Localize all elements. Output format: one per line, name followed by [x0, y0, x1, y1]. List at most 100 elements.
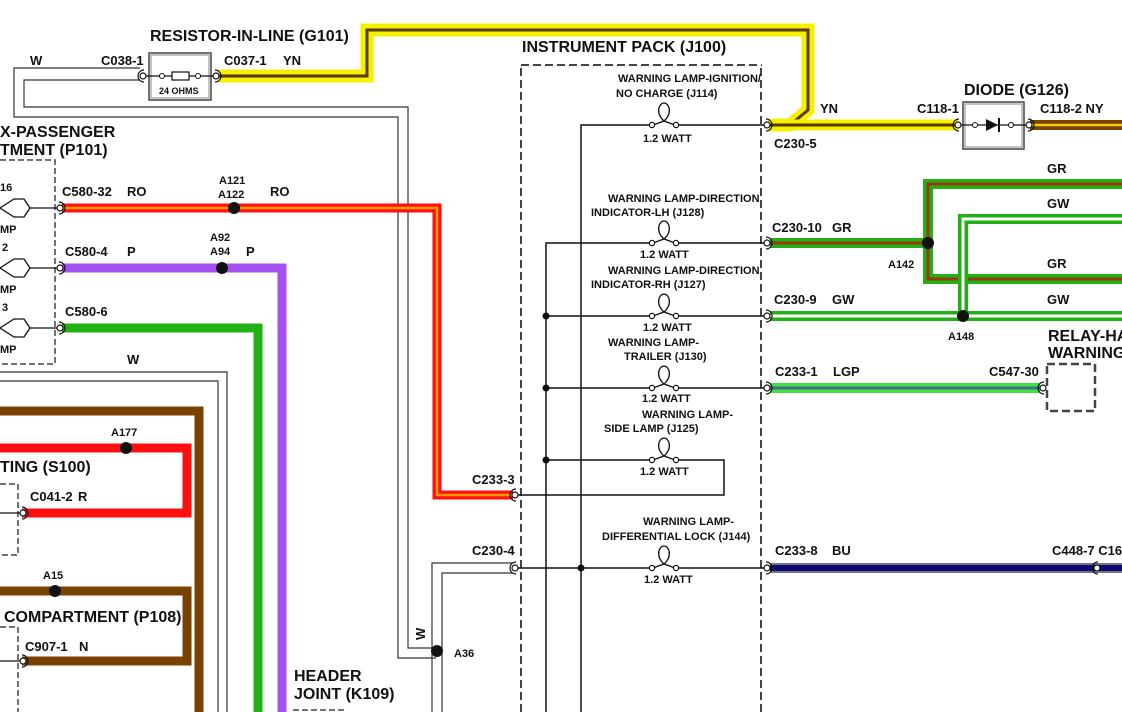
lamp-j130-name-1: WARNING LAMP- — [608, 337, 699, 349]
header-joint-title-2: JOINT (K109) — [294, 686, 394, 703]
pin-c580-32 — [56, 201, 66, 215]
compartment-title: COMPARTMENT (P108) — [4, 609, 182, 626]
left-lamp-label-6: MP — [0, 344, 17, 356]
splice-a15 — [49, 585, 61, 597]
lamp-j130: WARNING LAMP- TRAILER (J130) 1.2 WATT — [608, 337, 707, 405]
lamp-j130-rating: 1.2 WATT — [642, 393, 691, 405]
p-wire — [62, 263, 287, 712]
splice-label-a177: A177 — [111, 427, 137, 439]
lamp-j114: WARNING LAMP-IGNITION/ NO CHARGE (J114) … — [616, 73, 761, 145]
left-lamp-label-5: 3 — [2, 302, 8, 314]
pin-c118-2 — [1025, 118, 1035, 132]
splice-a92-a94 — [216, 262, 228, 274]
wire-label-bu: BU — [832, 543, 851, 558]
lamp-j128-name-2: INDICATOR-LH (J128) — [591, 207, 705, 219]
left-lamp-label-2: MP — [0, 224, 17, 236]
wire-label-w-vertical: W — [413, 627, 428, 640]
lighting-title: TING (S100) — [0, 459, 91, 476]
wire-label-p-right: P — [246, 244, 255, 259]
lamp-j144: WARNING LAMP- DIFFERENTIAL LOCK (J144) 1… — [602, 516, 751, 586]
white-wire-left-frame — [0, 371, 228, 712]
lamp-symbols — [648, 102, 680, 572]
passenger-compartment-title-1: X-PASSENGER — [0, 124, 116, 141]
pin-c037-1 — [212, 69, 222, 83]
wire-label-gw: GW — [832, 292, 855, 307]
lamp-bulb-icon-j144 — [648, 545, 680, 572]
wire-label-n: N — [79, 639, 88, 654]
header-joint-title-1: HEADER — [294, 668, 362, 685]
connector-c448-7: C448-7 C162 — [1052, 543, 1122, 558]
pin-c230-9 — [763, 309, 773, 323]
pin-c230-5 — [763, 118, 773, 132]
wire-label-r: R — [78, 489, 88, 504]
pin-c448-7 — [1091, 561, 1101, 575]
lamp-bulb-icon-j130 — [648, 365, 680, 392]
relay-title-1: RELAY-HA — [1048, 328, 1122, 345]
resistor-title: RESISTOR-IN-LINE (G101) — [150, 28, 349, 45]
wire-label-ro-right: RO — [270, 184, 290, 199]
connector-c230-5: C230-5 — [774, 136, 817, 151]
lamp-j114-name-2: NO CHARGE (J114) — [616, 88, 718, 100]
wire-label-yn-resistor: YN — [283, 53, 301, 68]
gw-wire — [770, 214, 1122, 321]
splice-a36 — [431, 645, 443, 657]
compartment-boundary — [0, 626, 19, 712]
connector-c580-4: C580-4 — [65, 244, 108, 259]
lamp-j144-rating: 1.2 WATT — [644, 574, 693, 586]
instrument-pack-title: INSTRUMENT PACK (J100) — [522, 39, 726, 56]
pin-c230-4 — [509, 561, 519, 575]
connector-c233-8: C233-8 — [775, 543, 818, 558]
relay-title-2: WARNING — [1048, 345, 1122, 362]
splice-label-a121: A121 — [219, 175, 245, 187]
white-wire-top-loop — [13, 67, 436, 659]
lamp-j125: WARNING LAMP- SIDE LAMP (J125) 1.2 WATT — [604, 409, 733, 478]
lamp-bulb-icon-j128 — [648, 220, 680, 247]
resistor-component — [146, 52, 214, 101]
lamp-j144-name-1: WARNING LAMP- — [643, 516, 734, 528]
wire-label-gr-top: GR — [1047, 161, 1067, 176]
left-lamp-label-4: MP — [0, 284, 17, 296]
splice-label-a122: A122 — [218, 189, 244, 201]
lamp-j114-name-1: WARNING LAMP-IGNITION/ — [618, 73, 761, 85]
lamp-bulb-icon-j127 — [648, 293, 680, 320]
connector-c233-1: C233-1 — [775, 364, 818, 379]
wire-label-p-left: P — [127, 244, 136, 259]
pin-c233-1 — [763, 381, 773, 395]
internal-junctions — [542, 312, 585, 572]
wire-label-gr: GR — [832, 220, 852, 235]
connector-c233-3: C233-3 — [472, 472, 515, 487]
wire-label-gw-mid: GW — [1047, 292, 1070, 307]
connector-c041-2: C041-2 — [30, 489, 73, 504]
pin-c233-3 — [509, 488, 519, 502]
diode-title: DIODE (G126) — [964, 82, 1069, 99]
splice-label-a94: A94 — [210, 246, 231, 258]
lamp-j144-name-2: DIFFERENTIAL LOCK (J144) — [602, 531, 751, 543]
gr-wire — [770, 179, 1122, 284]
connector-c580-6: C580-6 — [65, 304, 108, 319]
connector-c580-32: C580-32 — [62, 184, 112, 199]
resistor-value: 24 OHMS — [159, 86, 199, 96]
splice-a142 — [922, 237, 934, 249]
pin-c907-1 — [19, 654, 29, 668]
lamp-j127-name-2: INDICATOR-RH (J127) — [591, 279, 706, 291]
connector-c038-1: C038-1 — [101, 53, 144, 68]
connector-c230-4: C230-4 — [472, 543, 515, 558]
relay-boundary — [1045, 362, 1097, 413]
connector-c037-1: C037-1 — [224, 53, 267, 68]
wire-label-gr-mid: GR — [1047, 256, 1067, 271]
pin-c547-30 — [1037, 381, 1047, 395]
splice-label-a142: A142 — [888, 259, 914, 271]
lamp-j128-rating: 1.2 WATT — [640, 249, 689, 261]
lamp-j127-name-1: WARNING LAMP-DIRECTION — [608, 265, 760, 277]
lamp-j130-name-2: TRAILER (J130) — [624, 351, 707, 363]
lamp-j127-rating: 1.2 WATT — [643, 322, 692, 334]
wire-label-w-mid: W — [127, 352, 140, 367]
instrument-pack-boundary — [520, 64, 762, 712]
connector-c118-1: C118-1 — [917, 101, 959, 116]
lamp-j125-name-2: SIDE LAMP (J125) — [604, 423, 699, 435]
diode-component — [960, 101, 1028, 150]
lighting-boundary — [0, 483, 19, 556]
pin-c038-1 — [137, 69, 147, 83]
r-wire — [0, 443, 192, 518]
